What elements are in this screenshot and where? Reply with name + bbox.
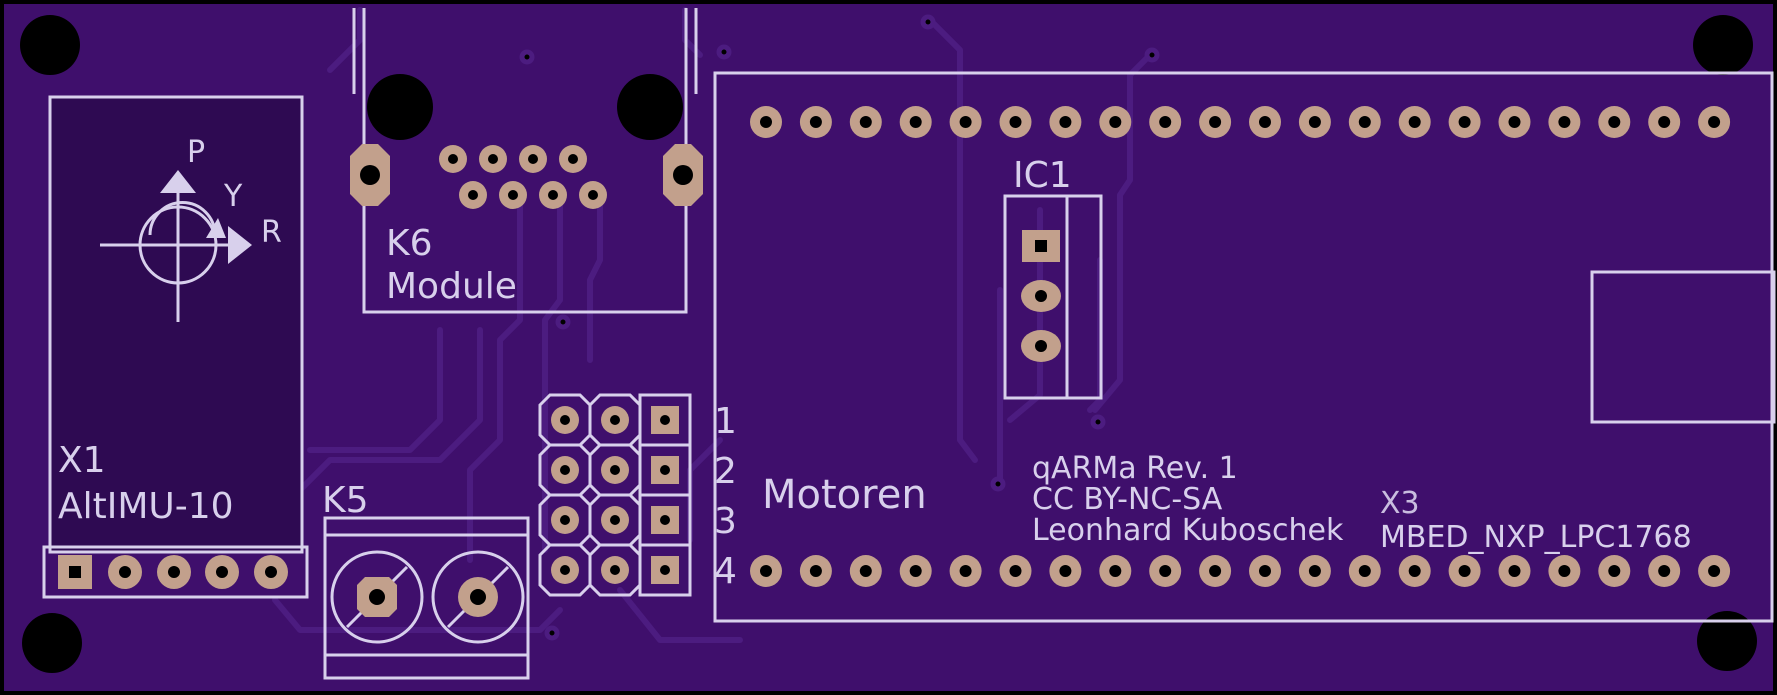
- x3-bottom-pin-drill: [959, 565, 972, 577]
- motoren-label: Motoren: [762, 472, 927, 518]
- x1-reference: X1: [58, 440, 106, 481]
- k5-screw-1: [330, 550, 424, 644]
- x3-top-pin-drill: [1308, 116, 1321, 128]
- x3-bottom-pin-drill: [1209, 565, 1222, 577]
- vias: [519, 14, 1160, 641]
- x1-pads: [58, 555, 288, 589]
- x3-top-pin-drill: [1009, 116, 1022, 128]
- x3-top-pin-drill: [1159, 116, 1172, 128]
- x1-value: AltIMU-10: [58, 486, 234, 527]
- k6-value: Module: [386, 266, 517, 307]
- x1-altimu-module: P Y R X1 AltIMU-10: [42, 95, 309, 599]
- k5-reference: K5: [322, 480, 369, 521]
- x3-bottom-pin-drill: [1708, 565, 1721, 577]
- x3-bottom-pin-drill: [1358, 565, 1371, 577]
- motor-header: 1 2 3 4 Motoren: [538, 393, 927, 597]
- x3-top-pin-drill: [909, 116, 922, 128]
- axis-label-p: P: [187, 135, 205, 170]
- x3-bottom-pin-drill: [1558, 565, 1571, 577]
- x3-bottom-pin-drill: [1608, 565, 1621, 577]
- x3-bottom-pin-drill: [1159, 565, 1172, 577]
- x3-top-pin-drill: [1658, 116, 1671, 128]
- x3-bottom-pin-drill: [1408, 565, 1421, 577]
- x3-top-pin-drill: [1608, 116, 1621, 128]
- mounting-hole-top-left: [20, 15, 80, 75]
- imu-axis-symbol: [100, 185, 235, 322]
- x3-value: MBED_NXP_LPC1768: [1380, 520, 1692, 555]
- row-label-4: 4: [714, 551, 737, 592]
- x3-bottom-pin-drill: [1009, 565, 1022, 577]
- x3-top-pin-drill: [1458, 116, 1471, 128]
- mounting-hole-bottom-right: [1697, 611, 1757, 671]
- k6-reference: K6: [386, 223, 433, 264]
- mounting-hole-bottom-left: [22, 613, 82, 673]
- k6-connector: K6 Module: [350, 8, 703, 314]
- x3-top-pin-drill: [760, 116, 772, 128]
- x3-top-pin-drill: [1259, 116, 1271, 128]
- pitch-arrow-icon: [160, 170, 196, 193]
- x3-bottom-pin-drill: [1259, 565, 1271, 577]
- x3-bottom-pin-drill: [1508, 565, 1521, 577]
- x3-bottom-pin-drill: [1458, 565, 1471, 577]
- x3-top-pin-drill: [1508, 116, 1521, 128]
- credit-license: CC BY-NC-SA: [1032, 482, 1223, 517]
- x3-top-pin-row: [750, 106, 1731, 138]
- x3-bottom-pin-drill: [1658, 565, 1671, 577]
- x3-bottom-pin-drill: [1109, 565, 1122, 577]
- x3-top-pin-drill: [859, 116, 872, 128]
- x3-top-pin-drill: [1109, 116, 1122, 128]
- mounting-holes: [20, 15, 1757, 673]
- x3-reference: X3: [1380, 486, 1420, 521]
- x3-top-pin-drill: [1408, 116, 1421, 128]
- ic1-reference: IC1: [1013, 155, 1072, 196]
- row-label-2: 2: [714, 451, 737, 492]
- credit-title: qARMa Rev. 1: [1032, 451, 1238, 486]
- mounting-hole-top-right: [1693, 15, 1753, 75]
- yaw-arrow-icon: [206, 218, 226, 238]
- k5-screw-2: [431, 550, 525, 644]
- x3-bottom-pin-drill: [909, 565, 922, 577]
- credits-block: qARMa Rev. 1 CC BY-NC-SA Leonhard Kubosc…: [1032, 451, 1344, 548]
- roll-arrow-icon: [228, 226, 252, 264]
- axis-label-y: Y: [223, 179, 243, 214]
- axis-label-r: R: [261, 215, 282, 250]
- x3-bottom-pin-drill: [760, 565, 772, 577]
- credit-author: Leonhard Kuboschek: [1032, 513, 1344, 548]
- x3-top-pin-drill: [1059, 116, 1072, 128]
- x3-top-pin-drill: [1358, 116, 1371, 128]
- row-label-1: 1: [714, 401, 737, 442]
- copper-traces: [272, 7, 1153, 643]
- x3-usb-outline: [1590, 270, 1776, 424]
- x3-bottom-pin-drill: [1059, 565, 1072, 577]
- x3-top-pin-drill: [1209, 116, 1222, 128]
- k6-shield-pads: [350, 144, 703, 206]
- x3-bottom-pin-drill: [1308, 565, 1321, 577]
- x3-top-pin-drill: [1708, 116, 1721, 128]
- x3-bottom-pin-drill: [809, 565, 822, 577]
- x3-top-pin-drill: [959, 116, 972, 128]
- x3-mbed-module: X3 MBED_NXP_LPC1768: [713, 71, 1776, 623]
- x3-top-pin-drill: [809, 116, 822, 128]
- x3-bottom-pin-row: [750, 555, 1731, 587]
- x3-top-pin-drill: [1558, 116, 1571, 128]
- row-label-3: 3: [714, 501, 737, 542]
- ic1-regulator: IC1: [1003, 155, 1103, 400]
- x3-bottom-pin-drill: [859, 565, 872, 577]
- k5-terminal: K5: [322, 480, 530, 680]
